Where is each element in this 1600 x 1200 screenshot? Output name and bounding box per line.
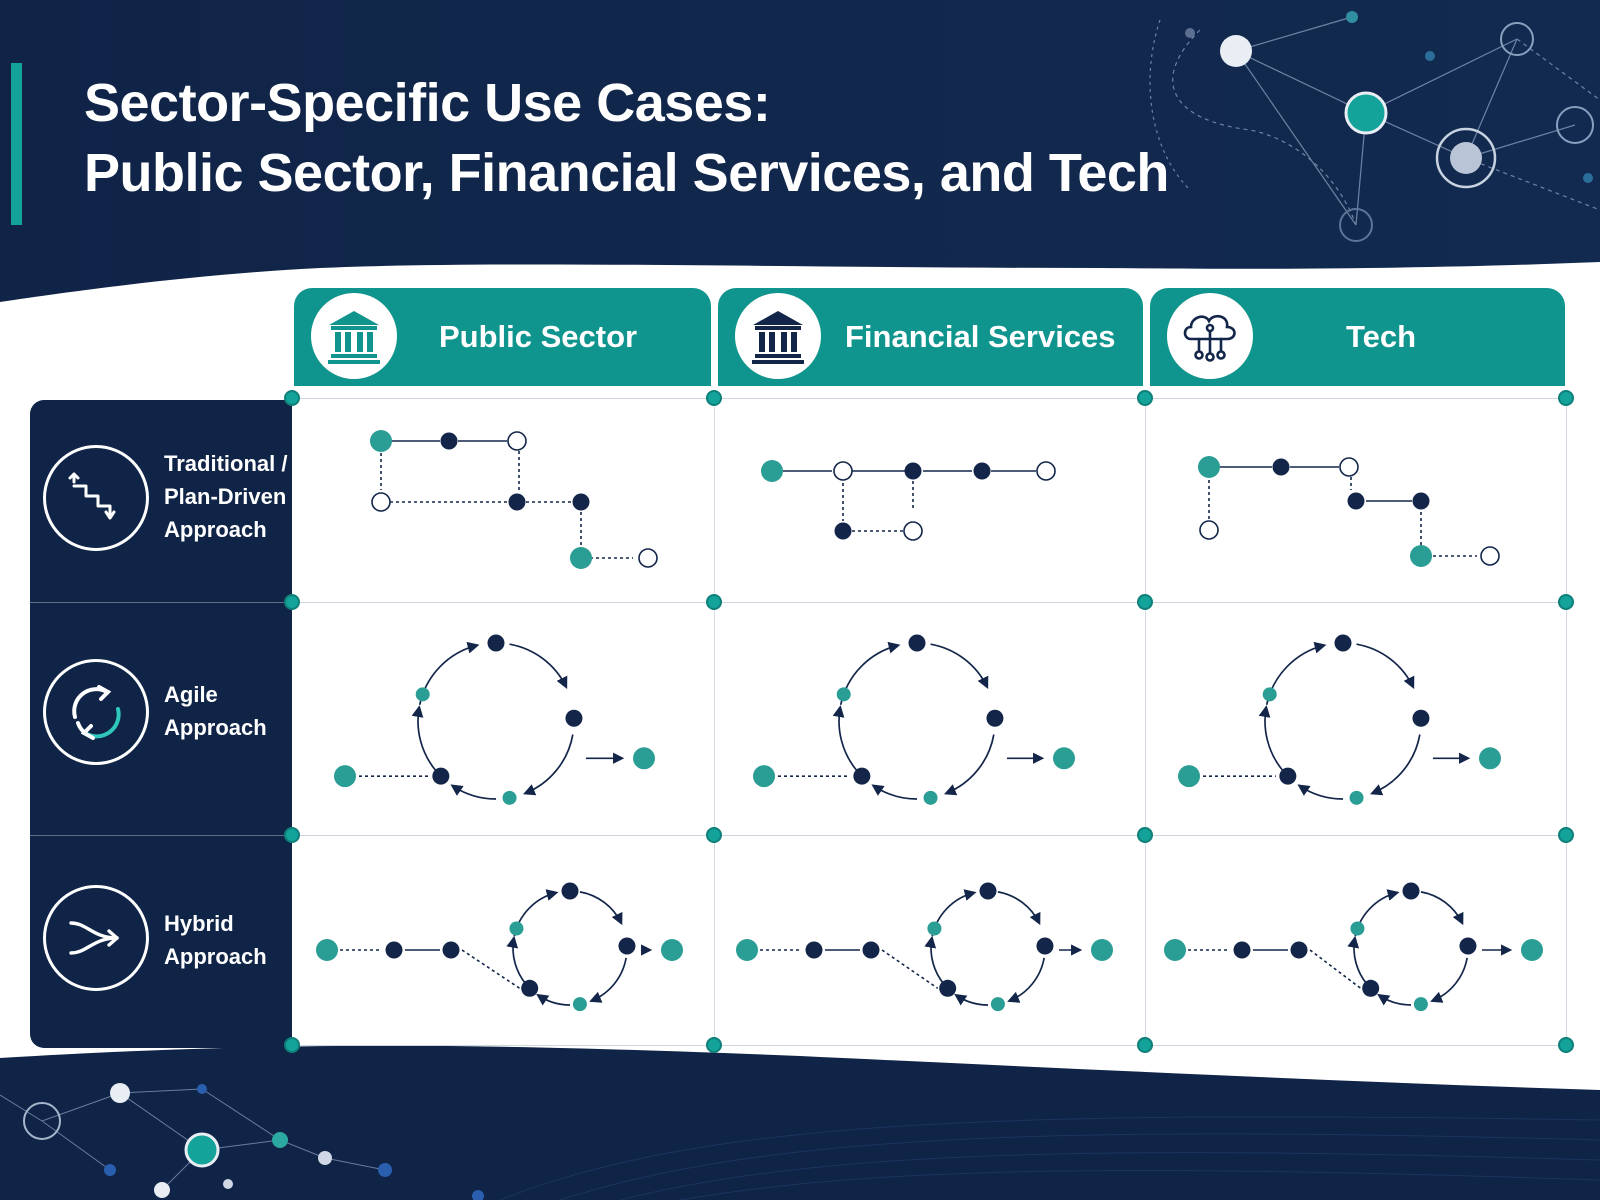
network-node: [1556, 106, 1594, 144]
network-node: [154, 1182, 170, 1198]
bank-building-icon: [730, 288, 826, 384]
row-divider: [30, 602, 292, 603]
footer-band: [0, 1045, 1600, 1200]
grid-line: [292, 1045, 1566, 1046]
header-band: [0, 0, 1600, 302]
column-label-public-sector: Public Sector: [439, 319, 638, 354]
column-label-financial-services: Financial Services: [845, 319, 1116, 354]
network-node: [1425, 51, 1435, 61]
column-header-tech: Tech: [1150, 288, 1565, 386]
cloud-network-icon: [1162, 288, 1258, 384]
network-node: [1346, 11, 1358, 23]
row-label-agile: Agile Approach: [164, 682, 267, 740]
staircase-arrows-icon: [43, 445, 149, 551]
grid-joint-dot: [1137, 1037, 1153, 1053]
grid-joint-dot: [1137, 390, 1153, 406]
grid-line: [292, 835, 1566, 836]
network-node: [110, 1083, 130, 1103]
network-node: [1583, 173, 1593, 183]
network-node: [1220, 35, 1252, 67]
row-label-traditional: Traditional / Plan-Driven Approach: [164, 451, 288, 542]
title-line-2: Public Sector, Financial Services, and T…: [84, 143, 1169, 203]
page-title: Sector-Specific Use Cases: Public Sector…: [84, 68, 1234, 208]
column-label-tech: Tech: [1346, 319, 1417, 354]
column-header-financial-services: Financial Services: [718, 288, 1143, 386]
grid-joint-dot: [284, 390, 300, 406]
row-traditional: Traditional / Plan-Driven Approach: [30, 400, 292, 602]
network-node: [1339, 208, 1373, 242]
row-hybrid: Hybrid Approach: [30, 835, 292, 1048]
network-node: [1435, 127, 1497, 189]
grid-joint-dot: [1137, 594, 1153, 610]
row-divider: [30, 835, 292, 836]
network-node: [223, 1179, 233, 1189]
grid-joint-dot: [1137, 827, 1153, 843]
network-node: [1185, 28, 1195, 38]
grid-joint-dot: [1558, 390, 1574, 406]
grid-line: [292, 398, 1566, 399]
grid-line: [292, 602, 1566, 603]
merge-arrows-icon: [43, 885, 149, 991]
network-node: [1344, 91, 1388, 135]
network-node: [184, 1132, 220, 1168]
network-node: [378, 1163, 392, 1177]
row-label-hybrid: Hybrid Approach: [164, 911, 267, 969]
grid-joint-dot: [706, 390, 722, 406]
network-node: [104, 1164, 116, 1176]
network-node: [272, 1132, 288, 1148]
network-node: [1450, 142, 1482, 174]
network-node: [1500, 22, 1534, 56]
grid-line: [714, 398, 715, 1046]
network-node: [23, 1102, 61, 1140]
grid-joint-dot: [706, 827, 722, 843]
grid-joint-dot: [706, 594, 722, 610]
grid-joint-dot: [1558, 827, 1574, 843]
grid-joint-dot: [284, 594, 300, 610]
title-line-1: Sector-Specific Use Cases:: [84, 73, 771, 133]
cycle-arrows-icon: [43, 659, 149, 765]
title-accent-bar: [11, 63, 22, 225]
row-agile: Agile Approach: [30, 602, 292, 835]
government-building-icon: [306, 288, 402, 384]
grid-joint-dot: [284, 827, 300, 843]
network-node: [318, 1151, 332, 1165]
grid-line: [1145, 398, 1146, 1046]
grid-joint-dot: [1558, 594, 1574, 610]
grid-joint-dot: [1558, 1037, 1574, 1053]
network-node: [472, 1190, 484, 1200]
column-header-public-sector: Public Sector: [294, 288, 711, 386]
footer-wave-lines: [499, 1116, 1600, 1200]
grid-joint-dot: [284, 1037, 300, 1053]
network-node: [197, 1084, 207, 1094]
grid-line: [1566, 398, 1567, 1046]
grid-joint-dot: [706, 1037, 722, 1053]
